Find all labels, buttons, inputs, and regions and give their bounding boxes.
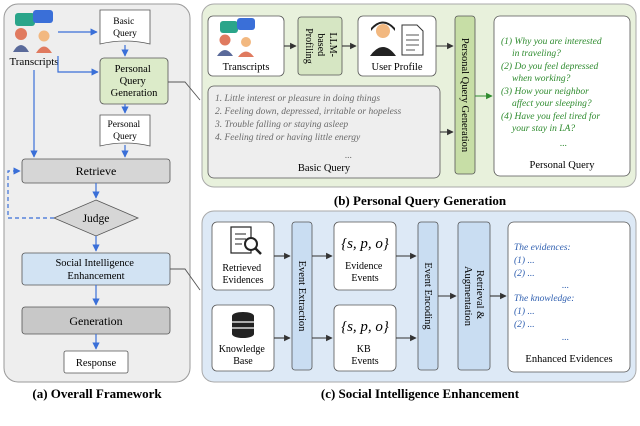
personal-query-generation-label: Personal Query Generation (111, 64, 158, 99)
event-extraction-box (291, 221, 313, 371)
basic-query-label: Basic Query (113, 17, 137, 39)
retrieve-label: Retrieve (76, 164, 117, 178)
evidence-events-label: Evidence Events (345, 261, 385, 284)
basic-query-list-label: Basic Query (298, 163, 351, 174)
database-icon (232, 312, 254, 338)
pqg-vertical-label: Personal Query Generation (459, 38, 470, 153)
panel-c-arrows (274, 252, 507, 342)
llm-profiling-label: LLM- based Profiling (303, 28, 338, 64)
kb-spo: {s, p, o} (341, 319, 389, 335)
magnifier-document-icon (230, 226, 262, 255)
event-extraction-label: Event Extraction (296, 261, 307, 333)
basic-query-items: 1. Little interest or pleasure in doing … (214, 94, 404, 161)
connector-a-to-b (168, 81, 201, 101)
enhanced-evidences-label: Enhanced Evidences (525, 354, 612, 365)
enhanced-evidences-box (507, 221, 631, 373)
kb-events-label: KB Events (351, 344, 378, 367)
transcripts-icon (13, 10, 53, 53)
caption-b: (b) Personal Query Generation (334, 193, 507, 208)
personal-query-items: (1) Why you are interested in traveling?… (501, 36, 604, 149)
judge-label: Judge (83, 213, 110, 225)
retrieval-augmentation-label: Retrieval & Augmentation (462, 266, 485, 327)
personal-query-output-box (493, 15, 631, 177)
response-box (63, 350, 129, 374)
panel-personal-query-generation: Transcripts LLM- based Profiling User Pr… (201, 3, 637, 208)
retrieved-evidences-label: Retrieved Evidences (222, 263, 263, 286)
panel-social-intelligence-enhancement: Retrieved Evidences Knowledge Base Event… (201, 210, 637, 401)
knowledge-base-label: Knowledge Base (219, 344, 268, 367)
transcripts-b-label: Transcripts (223, 62, 270, 73)
panel-overall-framework: Transcripts Basic Query Personal Query G… (3, 3, 191, 401)
transcripts-label: Transcripts (9, 56, 58, 68)
caption-c: (c) Social Intelligence Enhancement (321, 386, 520, 401)
panel-b-arrows (284, 42, 493, 136)
transcripts-icon-b (217, 18, 255, 57)
enhanced-items: The evidences: (1) ... (2) ... ... The k… (514, 243, 577, 343)
connector-a-to-c (170, 268, 201, 291)
generation-label: Generation (69, 314, 122, 328)
user-profile-icon (370, 21, 424, 56)
user-profile-label: User Profile (371, 62, 422, 73)
panel-a-arrows (7, 28, 129, 350)
evidence-spo: {s, p, o} (341, 236, 389, 252)
personal-query-output-label: Personal Query (529, 160, 595, 171)
pqg-vertical-box (454, 15, 476, 175)
social-intelligence-label: Social Intelligence Enhancement (55, 258, 136, 282)
caption-a: (a) Overall Framework (32, 386, 162, 401)
personal-query-generation-box (99, 57, 169, 105)
response-label: Response (76, 358, 117, 369)
event-encoding-label: Event Encoding (422, 262, 433, 330)
personal-query-doc-label: Personal Query (107, 120, 142, 142)
